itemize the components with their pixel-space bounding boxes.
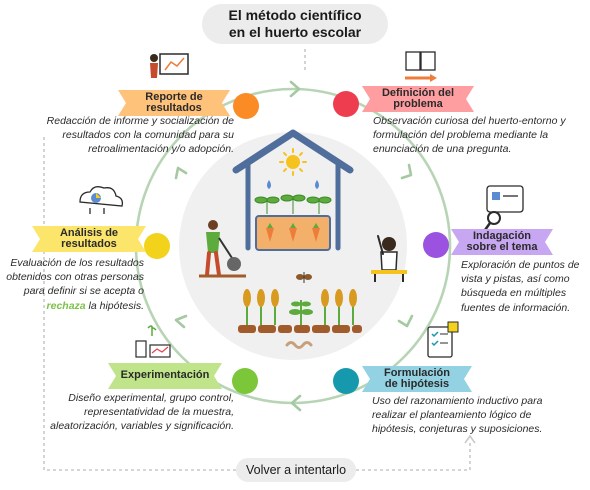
dot-experimentacion <box>232 368 258 394</box>
step-analisis-highlight: rechaza <box>46 299 86 312</box>
step-reporte-title-line1: Reporte de <box>145 90 203 103</box>
arrow-left-upper-icon <box>174 166 188 180</box>
page-title: El método científico en el huerto escola… <box>202 4 388 44</box>
step-analisis-title: Análisis de resultados <box>36 226 142 252</box>
step-analisis-title-line2: resultados <box>61 238 117 250</box>
search-docs-icon <box>483 185 524 231</box>
farmer-icon <box>199 220 246 278</box>
retry-label: Volver a intentarlo <box>236 458 356 482</box>
step-reporte-description: Redacción de informe y socialización de … <box>46 115 234 156</box>
dot-definicion <box>333 91 359 117</box>
dot-analisis <box>144 233 170 259</box>
step-reporte-title-line2: resultados <box>146 102 202 114</box>
step-definicion-title-line1: Definición del <box>381 86 455 99</box>
step-formulacion-title-line1: Formulación <box>383 366 450 379</box>
cloud-chart-icon <box>79 186 124 214</box>
step-analisis-description: Evaluación de los resultados obtenidos c… <box>4 256 144 313</box>
step-reporte-title: Reporte de resultados <box>122 90 226 116</box>
step-analisis-description-after: la hipótesis. <box>88 299 144 312</box>
step-indagacion-description: Exploración de puntos de vista y pistas,… <box>461 259 580 314</box>
step-definicion-title-line2: problema <box>393 98 443 110</box>
arrow-bottom-icon <box>290 394 302 412</box>
step-formulacion-title-line2: de hipótesis <box>384 378 450 390</box>
dot-formulacion <box>333 368 359 394</box>
page-title-line1: El método científico <box>228 7 362 23</box>
checklist-icon <box>427 321 459 358</box>
ribbon-indagacion-bg <box>451 229 553 255</box>
step-definicion-description: Observación curiosa del huerto-entorno y… <box>373 115 566 156</box>
butterfly-icon <box>296 272 312 283</box>
step-experimentacion-title-text: Experimentación <box>120 369 210 382</box>
step-definicion-title: Definición del problema <box>366 86 470 112</box>
presentation-icon <box>150 53 189 78</box>
problem-board-icon <box>405 51 437 82</box>
ribbon-analisis-bg <box>32 226 146 252</box>
arrow-right-upper-icon <box>400 163 413 180</box>
dot-indagacion <box>423 232 449 258</box>
student-icon <box>371 235 407 282</box>
ribbon-experimentacion-bg <box>108 363 222 389</box>
ribbon-definicion-bg <box>362 86 474 112</box>
ribbon-reporte-bg <box>118 90 230 116</box>
step-formulacion-description: Uso del razonamiento inductivo para real… <box>372 395 543 436</box>
cycle-arrows <box>174 80 414 412</box>
greenhouse-icon <box>232 129 354 251</box>
step-indagacion-title: Indagación sobre el tema <box>455 229 549 255</box>
return-arrow-icon <box>464 434 476 444</box>
lab-icon <box>135 325 171 358</box>
step-analisis-description-before: Evaluación de los resultados obtenidos c… <box>6 257 144 298</box>
wheat-field-icon <box>238 289 362 349</box>
step-experimentacion-title: Experimentación <box>112 363 218 389</box>
arrow-top-icon <box>289 80 301 98</box>
page-title-line2: en el huerto escolar <box>228 24 362 40</box>
step-experimentacion-description: Diseño experimental, grupo control, repr… <box>50 392 234 433</box>
dot-reporte <box>233 93 259 119</box>
step-indagacion-title-line2: sobre el tema <box>466 241 538 253</box>
step-analisis-title-line1: Análisis de <box>59 226 119 239</box>
arrow-right-lower-icon <box>397 314 414 328</box>
arrow-left-lower-icon <box>174 314 188 329</box>
step-formulacion-title: Formulación de hipótesis <box>366 366 468 392</box>
ribbon-formulacion-bg <box>362 366 472 392</box>
step-indagacion-title-line1: Indagación <box>472 229 532 242</box>
